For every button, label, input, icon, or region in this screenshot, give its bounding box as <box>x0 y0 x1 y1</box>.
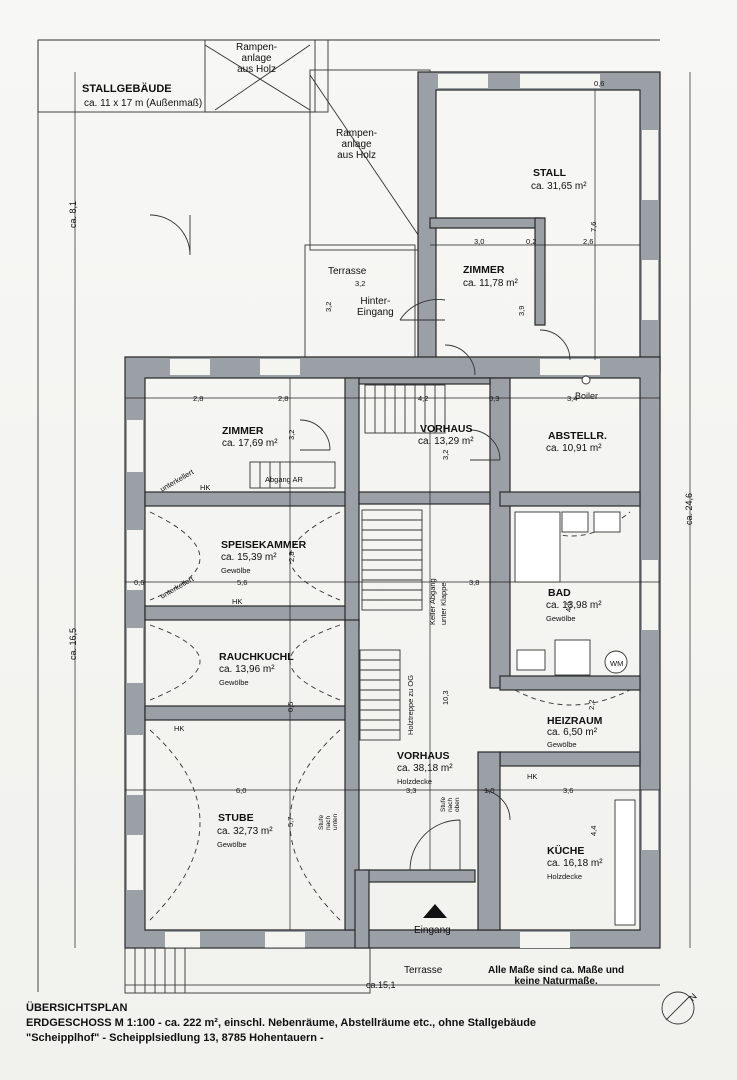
room-stall-area: ca. 31,65 m² <box>531 181 587 192</box>
dim-32b: 3,2 <box>324 301 333 312</box>
stufe-unten-label: Stufe nach unten <box>318 813 339 830</box>
room-bad-note: Gewölbe <box>546 614 576 623</box>
hk-label-2: HK <box>232 597 243 606</box>
room-zimmer-large-name: ZIMMER <box>222 425 264 437</box>
back-entry-label: Hinter- Eingang <box>357 296 394 318</box>
bathtub <box>514 511 561 583</box>
dim-33: 3,3 <box>406 786 417 795</box>
footer-address: "Scheipplhof" - Scheipplsiedlung 13, 878… <box>26 1032 324 1044</box>
room-speise-name: SPEISEKAMMER <box>221 539 307 551</box>
dim-26: 2,6 <box>583 237 594 246</box>
dim-36: 3,6 <box>563 786 574 795</box>
plan-footer: ÜBERSICHTSPLAN ERDGESCHOSS M 1:100 - ca.… <box>26 1001 536 1046</box>
hk-label-3: HK <box>174 724 185 733</box>
room-kueche-note: Holzdecke <box>547 872 583 881</box>
room-stall-name: STALL <box>533 167 567 179</box>
abgang-label: Abgang AR <box>265 475 303 484</box>
holztreppe-label: Holztreppe zu OG <box>406 674 415 735</box>
dim-103: 10,3 <box>441 690 450 705</box>
room-heiz-area: ca. 6,50 m² <box>547 727 598 738</box>
disclaimer-label: Alle Maße sind ca. Maße und keine Naturm… <box>488 965 625 987</box>
dim-28c: 2,8 <box>287 551 296 562</box>
dim-56: 5,6 <box>237 578 248 587</box>
dim-03: 0,3 <box>489 394 500 403</box>
stall-building-label: STALLGEBÄUDE <box>82 83 172 95</box>
room-bad-name: BAD <box>548 587 571 599</box>
dim-76: 7,6 <box>589 221 598 232</box>
hk-label-4: HK <box>527 772 538 781</box>
footer-scale: ERDGESCHOSS M 1:100 - ca. 222 m², einsch… <box>26 1017 537 1029</box>
room-vorhaus-main-area: ca. 38,18 m² <box>397 763 453 774</box>
stall-building-size: ca. 11 x 17 m (Außenmaß) <box>84 98 203 109</box>
eingang-label: Eingang <box>414 925 451 936</box>
dim-57: 5,7 <box>286 816 295 827</box>
dim-151: ca.15,1 <box>366 980 396 990</box>
room-heiz-note: Gewölbe <box>547 740 577 749</box>
ramp-label-top: Rampen- anlage aus Holz <box>236 42 278 75</box>
room-rauch-name: RAUCHKUCHL <box>219 651 294 663</box>
room-rauch-note: Gewölbe <box>219 678 249 687</box>
room-abstellr-area: ca. 10,91 m² <box>546 443 602 454</box>
room-heiz-name: HEIZRAUM <box>547 715 603 727</box>
dim-165: ca. 16,5 <box>68 627 78 660</box>
stall-building-outline <box>37 39 329 113</box>
dim-32a: 3,2 <box>355 279 366 288</box>
kitchen-counter <box>614 799 636 926</box>
dim-05: 0,5 <box>286 701 295 712</box>
ramp-label-mid: Rampen- anlage aus Holz <box>336 128 378 161</box>
dim-38: 3,8 <box>469 578 480 587</box>
room-abstellr-name: ABSTELLR. <box>548 430 607 442</box>
room-vorhaus-top-area: ca. 13,29 m² <box>418 436 474 447</box>
room-zimmer-small-area: ca. 11,78 m² <box>463 278 518 289</box>
footer-title: ÜBERSICHTSPLAN <box>26 1002 128 1014</box>
room-vorhaus-top-name: VORHAUS <box>420 423 473 435</box>
dim-22: 2,2 <box>587 699 596 710</box>
back-terrace-label: Terrasse <box>328 266 367 277</box>
room-bad-area: ca. 13,98 m² <box>546 600 602 611</box>
dim-39: 3,9 <box>517 305 526 316</box>
dim-30: 3,0 <box>474 237 485 246</box>
room-speise-area: ca. 15,39 m² <box>221 552 277 563</box>
room-zimmer-large-area: ca. 17,69 m² <box>222 438 278 449</box>
room-kueche-name: KÜCHE <box>547 845 585 857</box>
entrance-arrow <box>423 904 447 918</box>
dim-60: 6,0 <box>236 786 247 795</box>
keller-label: Keller Abgang unter Klappe <box>428 578 448 625</box>
dim-34: 3,4 <box>567 394 578 403</box>
boiler-label: Boiler <box>575 391 599 401</box>
room-stube-area: ca. 32,73 m² <box>217 826 273 837</box>
washing-machine <box>604 650 628 674</box>
room-stube-name: STUBE <box>218 812 254 824</box>
dim-10: 1,0 <box>484 786 495 795</box>
dim-28a: 2,8 <box>193 394 204 403</box>
dim-81: ca. 8,1 <box>68 200 78 228</box>
dim-32d: 3,2 <box>441 449 450 460</box>
stufe-oben-label: Stufe nach oben <box>440 796 461 812</box>
dim-top-06: 0,6 <box>594 79 605 88</box>
hk-label-1: HK <box>200 483 211 492</box>
room-zimmer-small-name: ZIMMER <box>463 264 505 276</box>
room-vorhaus-main-note: Holzdecke <box>397 777 433 786</box>
dim-42: 4,2 <box>418 394 429 403</box>
shower <box>554 639 591 676</box>
room-speise-note: Gewölbe <box>221 566 251 575</box>
dim-06: 0,6 <box>134 578 145 587</box>
north-compass <box>661 991 695 1025</box>
dim-44: 4,4 <box>589 825 598 836</box>
room-stube-note: Gewölbe <box>217 840 247 849</box>
room-rauch-area: ca. 13,96 m² <box>219 664 275 675</box>
dim-02: 0,2 <box>526 237 537 246</box>
dim-46: 4,6 <box>564 601 573 612</box>
terrasse-front-label: Terrasse <box>404 965 443 976</box>
room-vorhaus-main-name: VORHAUS <box>397 750 450 762</box>
dim-246: ca. 24,6 <box>684 492 694 525</box>
wm-label: WM <box>610 659 624 668</box>
dim-28b: 2,8 <box>278 394 289 403</box>
dim-32c: 3,2 <box>287 429 296 440</box>
room-kueche-area: ca. 16,18 m² <box>547 858 603 869</box>
